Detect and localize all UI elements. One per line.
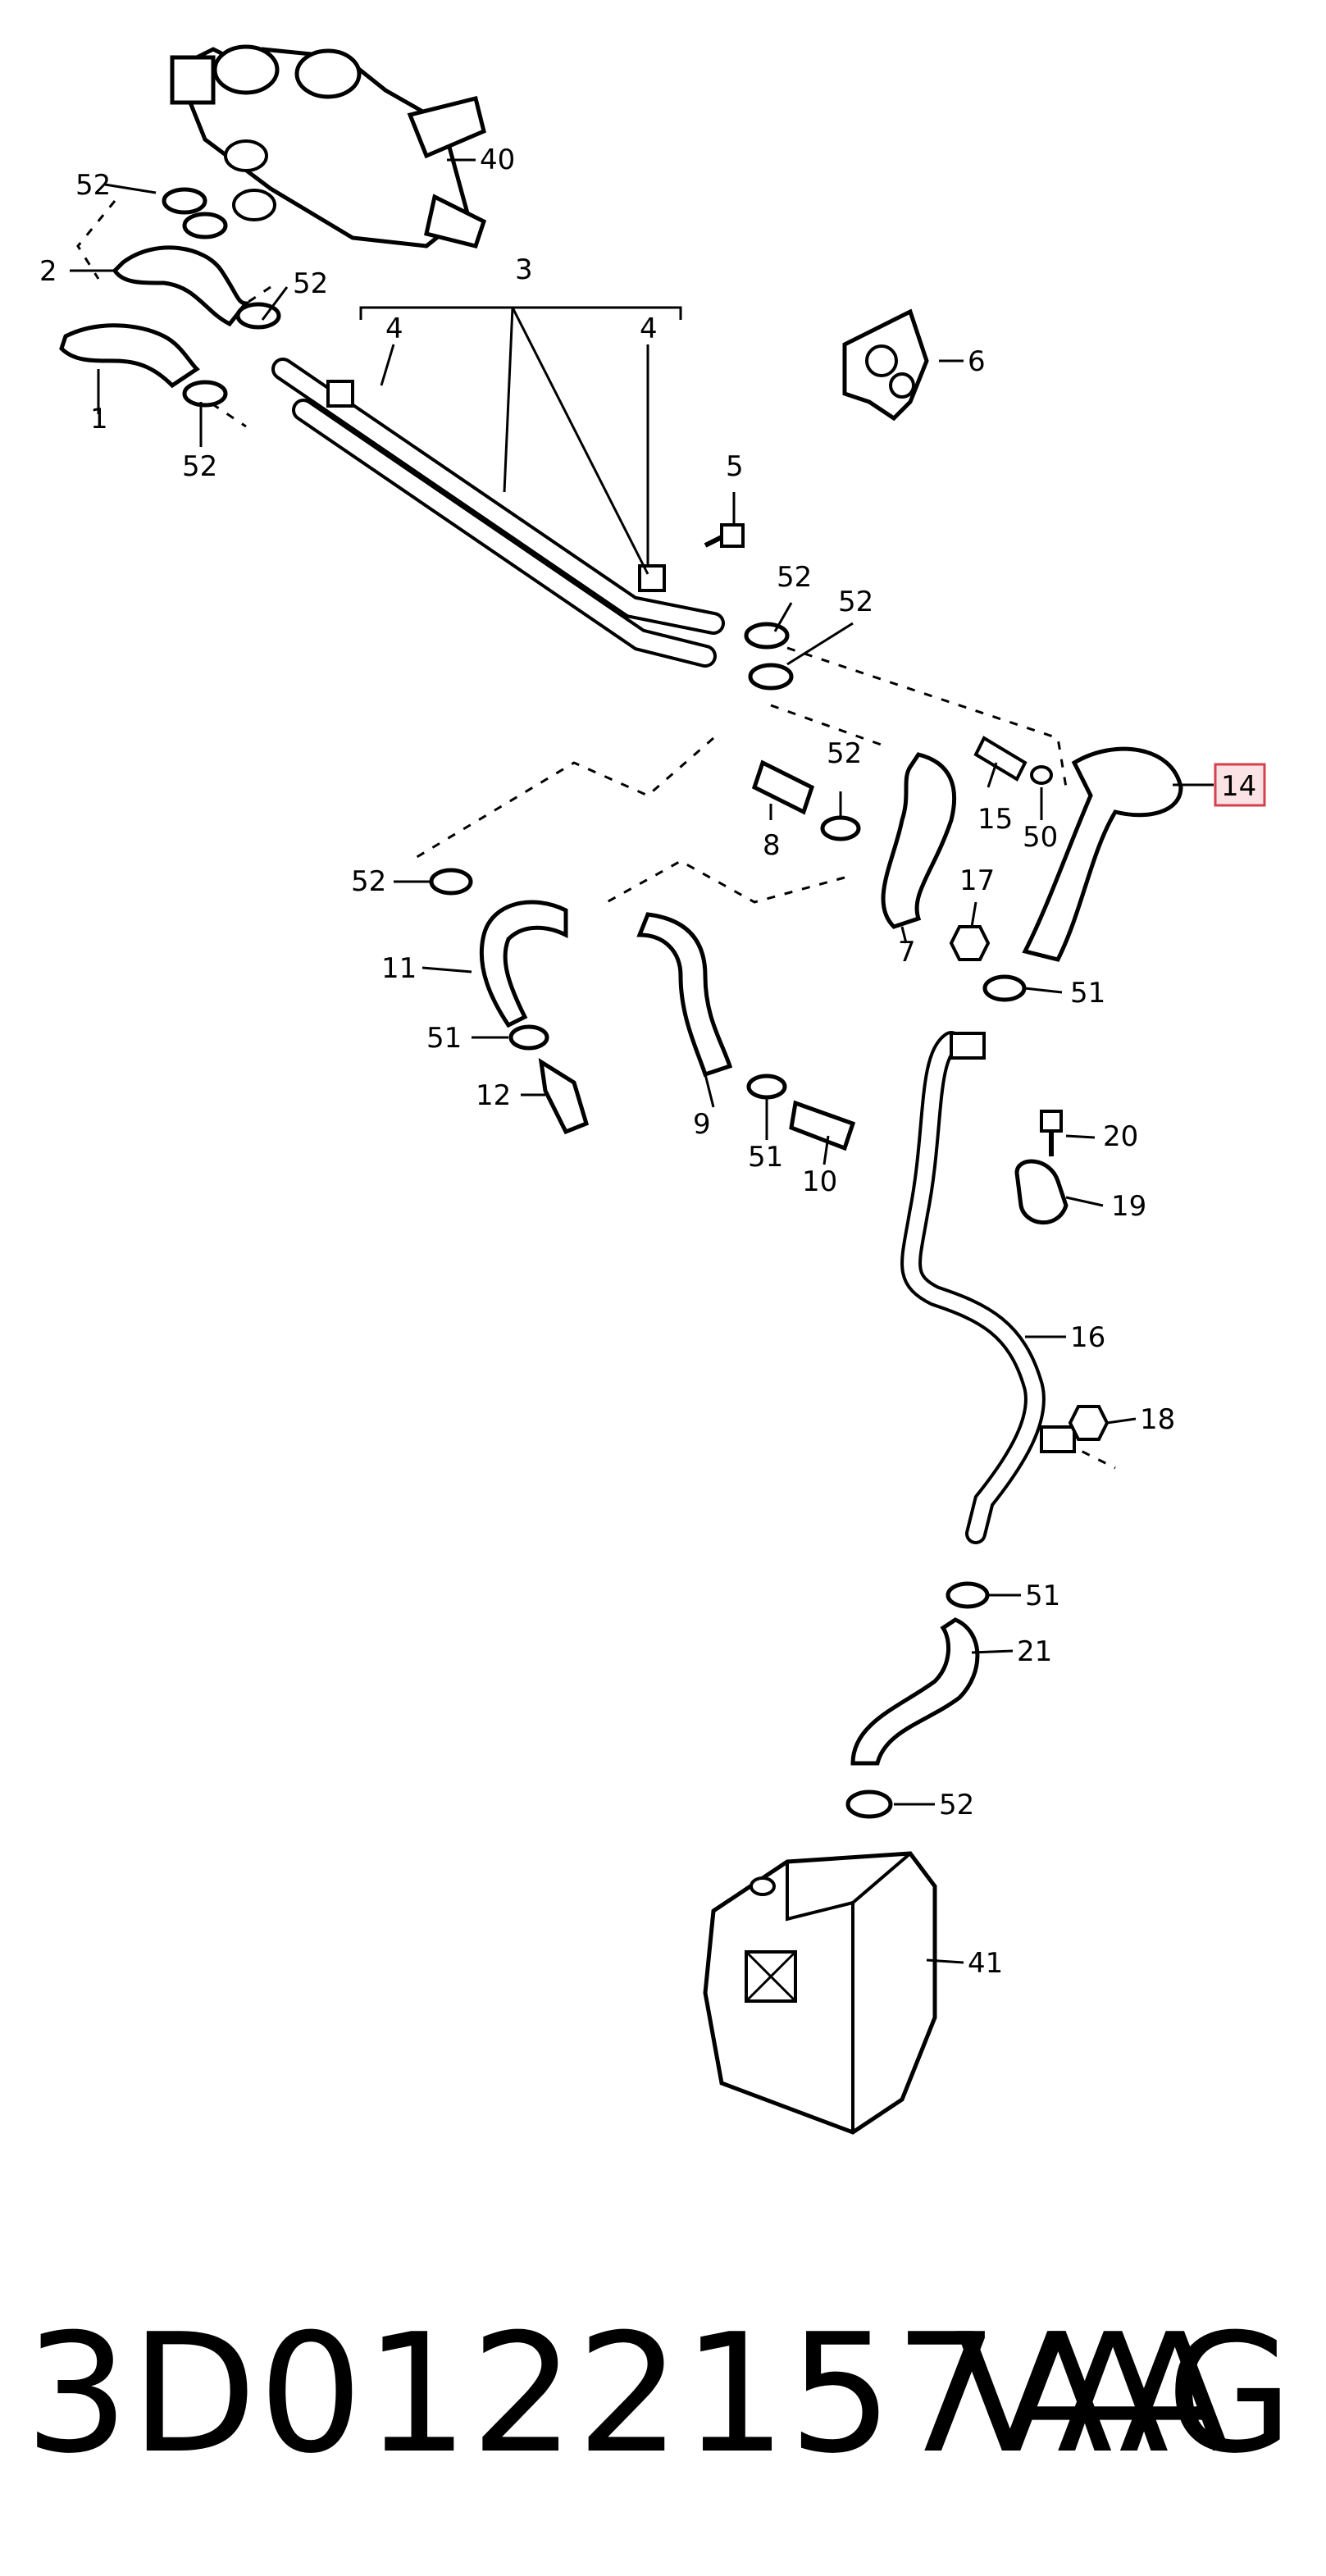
clamp-52d [182,380,228,408]
callout-52: 52 [777,561,812,594]
clamp-52a [162,187,207,215]
clamp-52f [748,663,794,691]
clamp-52g [820,815,861,841]
callout-51: 51 [426,1022,462,1055]
callout-52: 52 [838,586,873,618]
callout-52: 52 [182,450,217,483]
callout-9: 9 [693,1108,711,1141]
clamp-52h [429,868,473,896]
footer: 3D0122157AA VAG [0,2280,1326,2526]
callout-4: 4 [385,312,403,345]
callout-18: 18 [1140,1403,1175,1436]
bolt-5 [704,523,745,548]
callout-11: 11 [381,952,417,985]
exploded-parts-diagram: 52 40 2 52 3 4 4 1 52 6 5 52 52 52 15 50… [39,44,1266,2135]
callout-52: 52 [351,865,386,898]
callout-1: 1 [90,403,108,435]
connector-12 [538,1058,590,1135]
callout-16: 16 [1070,1321,1105,1354]
sleeve-15 [973,736,1028,782]
callout-17: 17 [959,864,995,897]
plug-8 [751,759,815,815]
pipe-16 [900,1031,1076,1544]
callout-51: 51 [748,1141,783,1174]
callout-51: 51 [1070,977,1105,1010]
clamp-52e [744,622,790,650]
callout-50: 50 [1023,821,1058,854]
clamp-51a [508,1024,549,1051]
screw-50 [1030,765,1053,785]
callout-3: 3 [515,253,533,286]
callout-52: 52 [939,1789,974,1821]
callout-5: 5 [726,450,744,483]
callout-15: 15 [977,803,1013,836]
brand-name: VAG [955,2299,1293,2490]
callout-12: 12 [476,1079,511,1112]
heater-41 [703,1851,937,2135]
bracket-6 [842,308,929,422]
callout-41: 41 [968,1947,1003,1980]
callout-7: 7 [898,936,916,969]
connector-10 [789,1100,856,1151]
callout-4: 4 [640,312,658,345]
part-number: 3D0122157AA [25,2299,1233,2490]
callout-52: 52 [827,737,862,770]
bolt-20 [1040,1110,1063,1156]
clamp-52b [182,212,228,239]
callout-51: 51 [1025,1580,1060,1612]
callout-21: 21 [1017,1635,1052,1668]
callout-52: 52 [75,169,111,202]
nut-17 [949,925,991,961]
clamp-52i [845,1790,893,1819]
clamp-51b [746,1074,787,1100]
valve-assembly-40 [170,44,487,248]
callout-10: 10 [802,1165,837,1198]
callout-52: 52 [293,267,328,300]
clamp-51d [946,1581,990,1609]
callout-20: 20 [1103,1120,1138,1153]
callout-19: 19 [1111,1190,1146,1223]
callout-14: 14 [1221,770,1256,803]
highlight-box-14 [1214,763,1266,807]
callout-40: 40 [480,144,515,176]
callout-2: 2 [39,255,57,288]
clamp-51c [982,974,1027,1002]
callout-8: 8 [763,829,781,862]
nut-18 [1068,1405,1110,1441]
pipe-assembly-3 [271,358,725,668]
clip-19 [1014,1159,1069,1225]
callout-6: 6 [968,345,986,378]
